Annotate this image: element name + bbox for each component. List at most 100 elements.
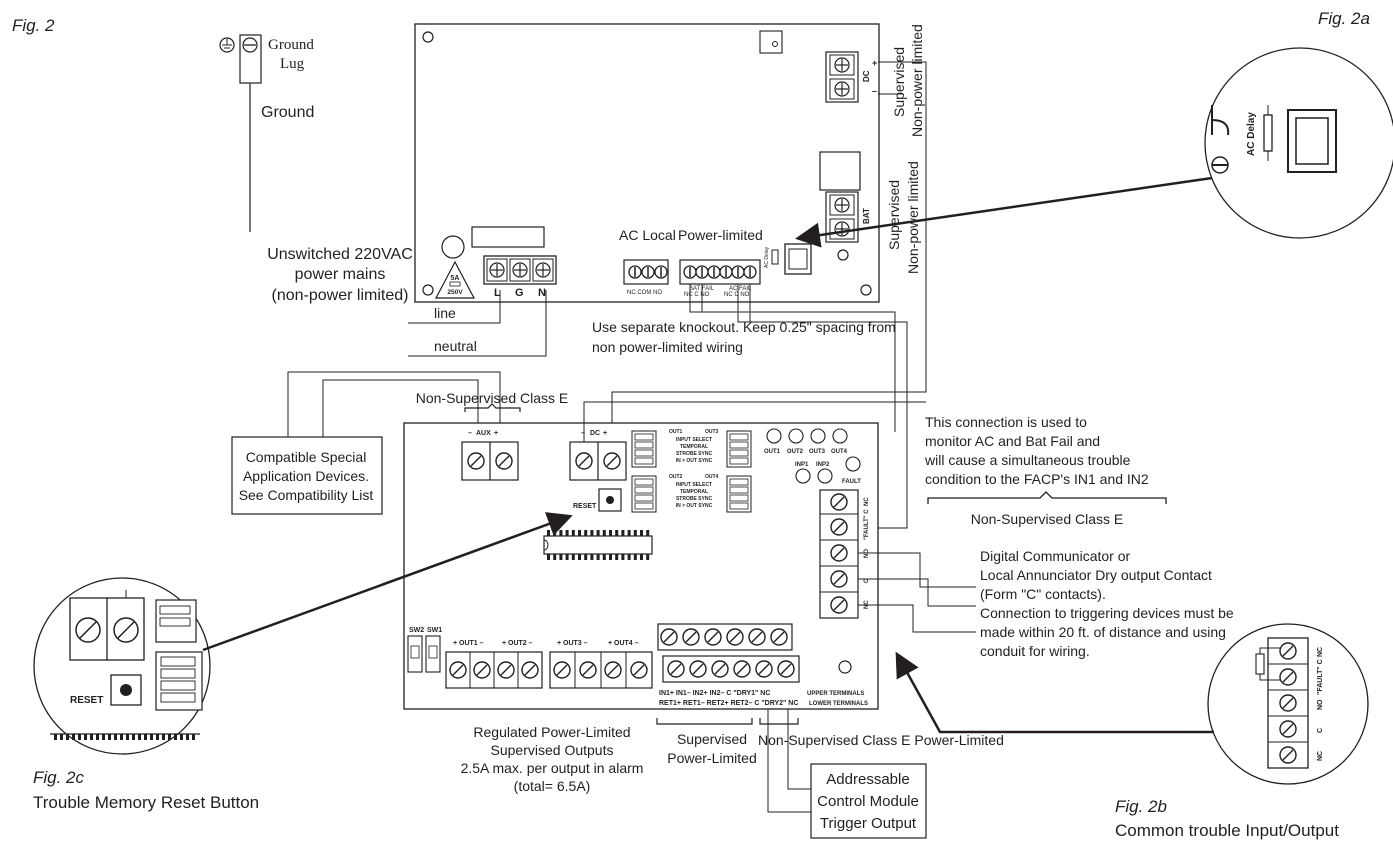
dip-strobe-sync-2: STROBE SYNC [676,496,713,502]
lower-terminals-caption: LOWER TERMINALS [809,701,868,707]
chip-pin [156,734,159,740]
devices-line-1: Compatible Special [246,449,367,465]
ac-fail-label: AC FAIL [729,286,752,292]
fig-2b-fault-c: "FAULT" C [1317,659,1324,695]
connection-note-class-e: Non-Supervised Class E [971,511,1124,527]
output-leds [766,428,861,484]
dip-switch-out3[interactable] [726,430,752,468]
chip-pin [547,530,550,536]
fault-nc-label: NC [864,497,870,506]
transformer-block [819,151,861,191]
chip-pin [186,734,189,740]
chip-pin [590,554,594,560]
ground-lug-label-1: Ground [268,37,314,53]
communicator-6: conduit for wiring. [980,643,1090,659]
ground-lug [219,34,262,232]
chip-pin [138,734,141,740]
chip-pin [615,554,619,560]
fig-2c-reset-label: RESET [70,695,103,706]
aux-text: AUX [476,430,491,437]
chip-pin [646,554,650,560]
class-e-power-limited: Non-Supervised Class E Power-Limited [758,732,1004,748]
fuse-voltage: 250V [447,289,463,296]
dip-in-out-sync-2: IN > OUT SYNC [676,503,713,509]
mains-label-2: power mains [295,266,386,283]
led-out1: OUT1 [764,449,781,455]
out1-terminal-label: + OUT1 – [453,640,484,647]
fig-2c-label: Fig. 2c [33,768,85,787]
out3-terminal-label: + OUT3 – [557,640,588,647]
connection-note-3: will cause a simultaneous trouble [924,452,1131,468]
chip-pin [646,530,650,536]
microcontroller-chip [543,535,653,555]
led-fault: FAULT [842,479,861,485]
supervised-pl-1: Supervised [677,731,747,747]
dip-temporal-2: TEMPORAL [680,489,708,495]
led-inp1: INP1 [795,462,809,468]
dc-lower-label: DC [590,430,600,437]
line-wire-label: line [434,305,456,321]
out2-terminal-label: + OUT2 – [502,640,533,647]
chip-pin [78,734,81,740]
regulated-3: 2.5A max. per output in alarm [461,760,644,776]
fig-2a-label: Fig. 2a [1318,9,1370,28]
chip-pin [609,530,612,536]
chip-pin [596,530,600,536]
dip-in-out-sync-1: IN > OUT SYNC [676,458,713,464]
dc-terminal-block [825,51,859,103]
dip-input-select-1: INPUT SELECT [676,437,712,443]
fig-2c-zoom-circle [33,577,211,755]
dip-switch-out4[interactable] [726,475,752,513]
chip-pin [96,734,99,740]
svg-text:+: + [603,430,607,437]
fig-2b-label: Fig. 2b [1115,797,1167,816]
chip-pin [168,734,171,740]
dip-switch-out1[interactable] [631,430,657,468]
ground-lug-label-2: Lug [280,56,305,72]
chip-pin [174,734,177,740]
chip-pin [126,734,129,740]
fig-2c-pointer-arrow [202,512,573,652]
acm-1: Addressable [826,771,909,788]
chip-pin [584,554,588,560]
chip-pin [72,734,75,740]
svg-text:–: – [581,430,585,437]
fuse-rating: 5A [451,275,460,282]
out4-terminal-label: + OUT4 – [608,640,639,647]
connection-note-4: condition to the FACP's IN1 and IN2 [925,471,1149,487]
devices-line-3: See Compatibility List [239,487,374,503]
led-out3: OUT3 [809,449,826,455]
sw1-label: SW1 [427,627,442,634]
dip-out1: OUT1 [669,429,683,435]
chip-pin [553,554,557,560]
bat-fail-terms: NC C NO [684,292,710,298]
bat-supervised-2: Non-power limited [905,161,921,274]
fig-2b-pointer-arrow [895,651,1214,734]
fault-terminal-block [819,489,859,619]
dip-strobe-sync-1: STROBE SYNC [676,451,713,457]
chip-pin [609,554,612,560]
chip-pin [144,734,147,740]
chip-pin [102,734,105,740]
dc-lower-terminal-block [569,441,627,481]
chip-pin [578,554,581,560]
led-out2: OUT2 [787,449,804,455]
fault-c-label: "FAULT" C [864,509,870,540]
dip-out4: OUT4 [705,474,719,480]
dc-supervised-1: Supervised [891,47,907,117]
dc-label: DC [862,70,871,82]
dip-switch-out2[interactable] [631,475,657,513]
communicator-4: Connection to triggering devices must be [980,605,1234,621]
chip-pin [627,554,631,560]
ground-label: Ground [261,104,314,121]
fig-2b-caption: Common trouble Input/Output [1115,821,1339,840]
chip-pin [633,554,637,560]
fig-2a-pointer-arrow [795,176,1213,248]
regulated-2: Supervised Outputs [491,742,614,758]
knockout-note-2: non power-limited wiring [592,339,743,355]
chip-pin [640,554,643,560]
chip-pin [132,734,135,740]
terminal-l: L [494,287,501,299]
chip-pin [150,734,153,740]
